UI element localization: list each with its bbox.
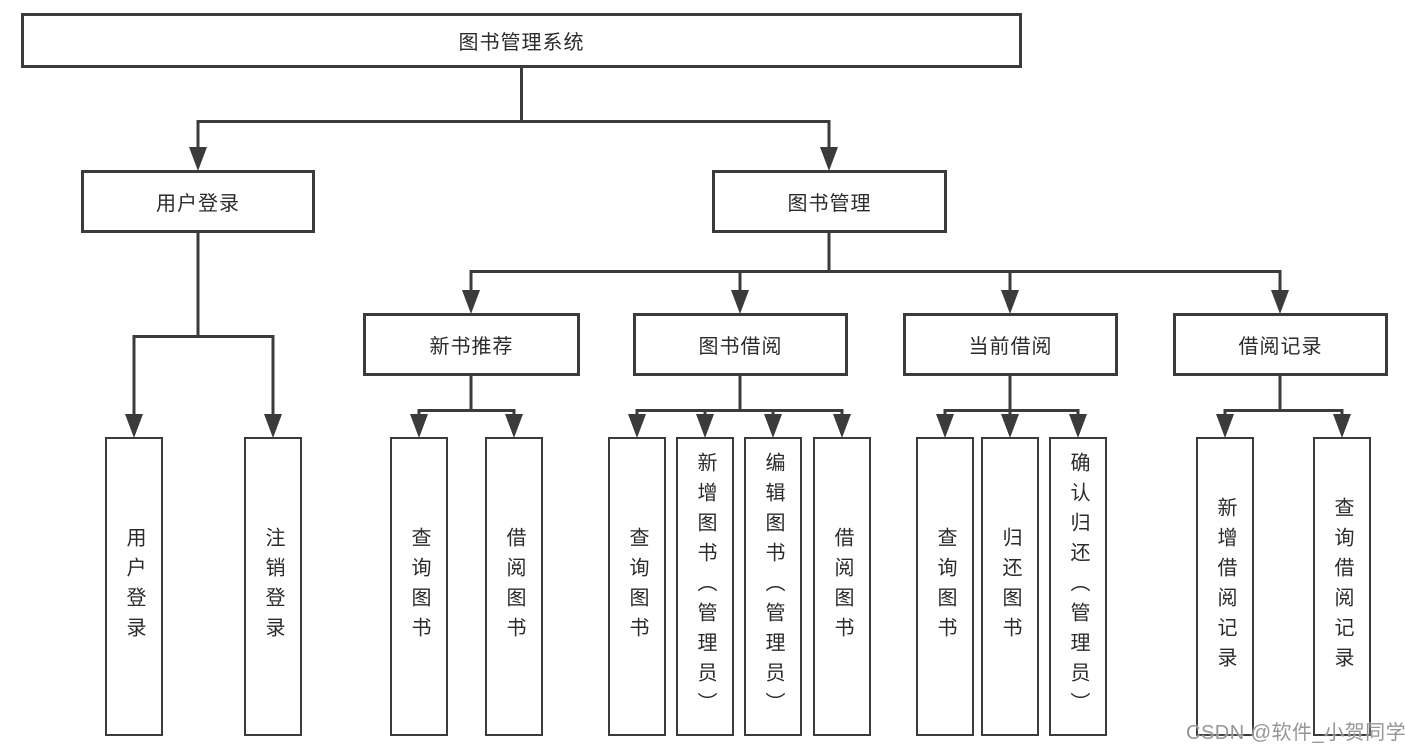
leaf-query-books-recommend: 查询图书 bbox=[390, 437, 448, 736]
leaf-query-books-current: 查询图书 bbox=[916, 437, 974, 736]
leaf-label: 用户登录 bbox=[123, 526, 145, 647]
arrowhead bbox=[731, 290, 749, 314]
node-label: 当前借阅 bbox=[968, 336, 1053, 358]
node-label: 用户登录 bbox=[156, 193, 240, 215]
arrowhead bbox=[628, 414, 646, 438]
leaf-edit-book-admin: 编辑图书（管理员） bbox=[744, 437, 802, 736]
node-label: 图书借阅 bbox=[698, 336, 783, 358]
leaf-logout: 注销登录 bbox=[244, 437, 302, 736]
leaf-label: 新增图书（管理员） bbox=[694, 451, 716, 722]
node-current-borrow: 当前借阅 bbox=[903, 313, 1118, 376]
arrowhead bbox=[189, 147, 207, 171]
arrowhead bbox=[833, 414, 851, 438]
arrowhead bbox=[462, 290, 480, 314]
connector-newbooks-splitter bbox=[417, 409, 516, 416]
leaf-add-borrow-record: 新增借阅记录 bbox=[1196, 437, 1254, 736]
csdn-watermark: CSDN @软件_小贺同学 bbox=[1186, 722, 1405, 744]
node-library-management-system: 图书管理系统 bbox=[21, 13, 1022, 68]
leaf-user-login: 用户登录 bbox=[105, 437, 163, 736]
leaf-label: 编辑图书（管理员） bbox=[762, 451, 784, 722]
node-label: 借阅记录 bbox=[1238, 336, 1323, 358]
leaf-label: 新增借阅记录 bbox=[1214, 496, 1236, 677]
node-book-borrow: 图书借阅 bbox=[633, 313, 848, 376]
leaf-return-book: 归还图书 bbox=[981, 437, 1039, 736]
leaf-borrow-books-recommend: 借阅图书 bbox=[485, 437, 543, 736]
node-label: 图书管理 bbox=[787, 193, 872, 215]
arrowhead bbox=[1069, 414, 1087, 438]
leaf-query-books-borrow: 查询图书 bbox=[608, 437, 666, 736]
leaf-label: 归还图书 bbox=[999, 526, 1021, 647]
arrowhead bbox=[1001, 290, 1019, 314]
leaf-borrow-books: 借阅图书 bbox=[813, 437, 871, 736]
leaf-label: 借阅图书 bbox=[503, 526, 525, 647]
connector-user-splitter bbox=[132, 335, 275, 416]
node-borrow-records: 借阅记录 bbox=[1173, 313, 1388, 376]
leaf-query-borrow-record: 查询借阅记录 bbox=[1313, 437, 1371, 736]
leaf-label: 查询借阅记录 bbox=[1331, 496, 1353, 677]
connector-records-splitter bbox=[1223, 409, 1344, 416]
node-label: 新书推荐 bbox=[429, 336, 514, 358]
arrowhead bbox=[125, 414, 143, 438]
node-user-login: 用户登录 bbox=[81, 170, 315, 233]
arrowhead bbox=[936, 414, 954, 438]
leaf-label: 注销登录 bbox=[262, 526, 284, 647]
node-label: 图书管理系统 bbox=[458, 32, 585, 54]
arrowhead bbox=[696, 414, 714, 438]
arrowhead bbox=[764, 414, 782, 438]
arrowhead bbox=[264, 414, 282, 438]
leaf-confirm-return-admin: 确认归还（管理员） bbox=[1049, 437, 1107, 736]
connector-level3-splitter bbox=[469, 270, 1282, 293]
leaf-label: 查询图书 bbox=[934, 526, 956, 647]
arrowhead bbox=[410, 414, 428, 438]
connector-level2-splitter bbox=[196, 120, 831, 150]
arrowhead bbox=[820, 147, 838, 171]
leaf-label: 借阅图书 bbox=[831, 526, 853, 647]
arrowhead bbox=[1216, 414, 1234, 438]
leaf-add-book-admin: 新增图书（管理员） bbox=[676, 437, 734, 736]
node-new-book-recommend: 新书推荐 bbox=[363, 313, 580, 376]
arrowhead bbox=[1271, 290, 1289, 314]
connector-current-splitter bbox=[943, 409, 1080, 416]
leaf-label: 确认归还（管理员） bbox=[1067, 451, 1089, 722]
node-book-management: 图书管理 bbox=[712, 170, 947, 233]
leaf-label: 查询图书 bbox=[408, 526, 430, 647]
arrowhead bbox=[1333, 414, 1351, 438]
leaf-label: 查询图书 bbox=[626, 526, 648, 647]
arrowhead bbox=[505, 414, 523, 438]
connector-borrow-splitter bbox=[635, 409, 844, 416]
arrowhead bbox=[1001, 414, 1019, 438]
